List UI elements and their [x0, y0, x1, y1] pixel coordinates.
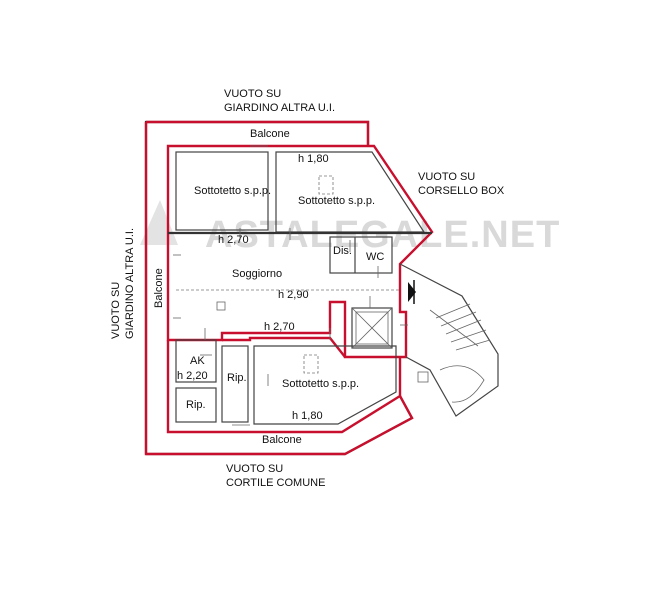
right-label-line1: VUOTO SU: [418, 171, 475, 183]
top-label-line2: GIARDINO ALTRA U.I.: [224, 102, 335, 114]
room-labels: Balcone Balcone Balcone Sottotetto s.p.p…: [153, 128, 384, 446]
height-upper-left: h 2,70: [218, 234, 249, 246]
door-marks: [173, 145, 408, 426]
sottotetto-1-label: Sottotetto s.p.p.: [194, 185, 271, 197]
bottom-label-line1: VUOTO SU: [226, 463, 283, 475]
staircase: [399, 263, 499, 417]
dis-label: Dis.: [333, 245, 352, 257]
watermark-text: ASTALEGALE.NET: [205, 214, 560, 256]
entry-arrow-icon: [408, 282, 416, 302]
height-soggiorno: h 2,90: [278, 289, 309, 301]
height-labels: h 1,80 h 2,70 h 2,90 h 2,70 h 2,20 h 1,8…: [177, 153, 329, 422]
rip-1-label: Rip.: [227, 372, 247, 384]
skylights: [303, 175, 334, 374]
top-label-line1: VUOTO SU: [224, 88, 281, 100]
entrance-marker: [408, 280, 416, 304]
wc-label: WC: [366, 251, 384, 263]
balcone-bottom-label: Balcone: [262, 434, 302, 446]
left-label-line2: GIARDINO ALTRA U.I.: [124, 228, 136, 339]
balcone-top-label: Balcone: [250, 128, 290, 140]
boundary-lower-right: [222, 336, 346, 358]
left-label-line1: VUOTO SU: [110, 282, 122, 339]
height-top-right: h 1,80: [298, 153, 329, 165]
unit-boundary: [144, 120, 434, 456]
interior-walls: [168, 151, 432, 425]
rip-2-label: Rip.: [186, 399, 206, 411]
boundary-outer: [144, 120, 414, 456]
right-label-line2: CORSELLO BOX: [418, 185, 505, 197]
height-lower-mid: h 2,70: [264, 321, 295, 333]
height-ak: h 2,20: [177, 370, 208, 382]
bottom-label-line2: CORTILE COMUNE: [226, 477, 325, 489]
ak-label: AK: [190, 355, 205, 367]
soggiorno-label: Soggiorno: [232, 268, 282, 280]
height-bottom: h 1,80: [292, 410, 323, 422]
sottotetto-3-label: Sottotetto s.p.p.: [282, 378, 359, 390]
sottotetto-2-label: Sottotetto s.p.p.: [298, 195, 375, 207]
balcone-left-label: Balcone: [153, 268, 165, 308]
surrounding-labels: VUOTO SU GIARDINO ALTRA U.I. VUOTO SU CO…: [110, 88, 505, 489]
boundary-lower: [166, 340, 402, 434]
